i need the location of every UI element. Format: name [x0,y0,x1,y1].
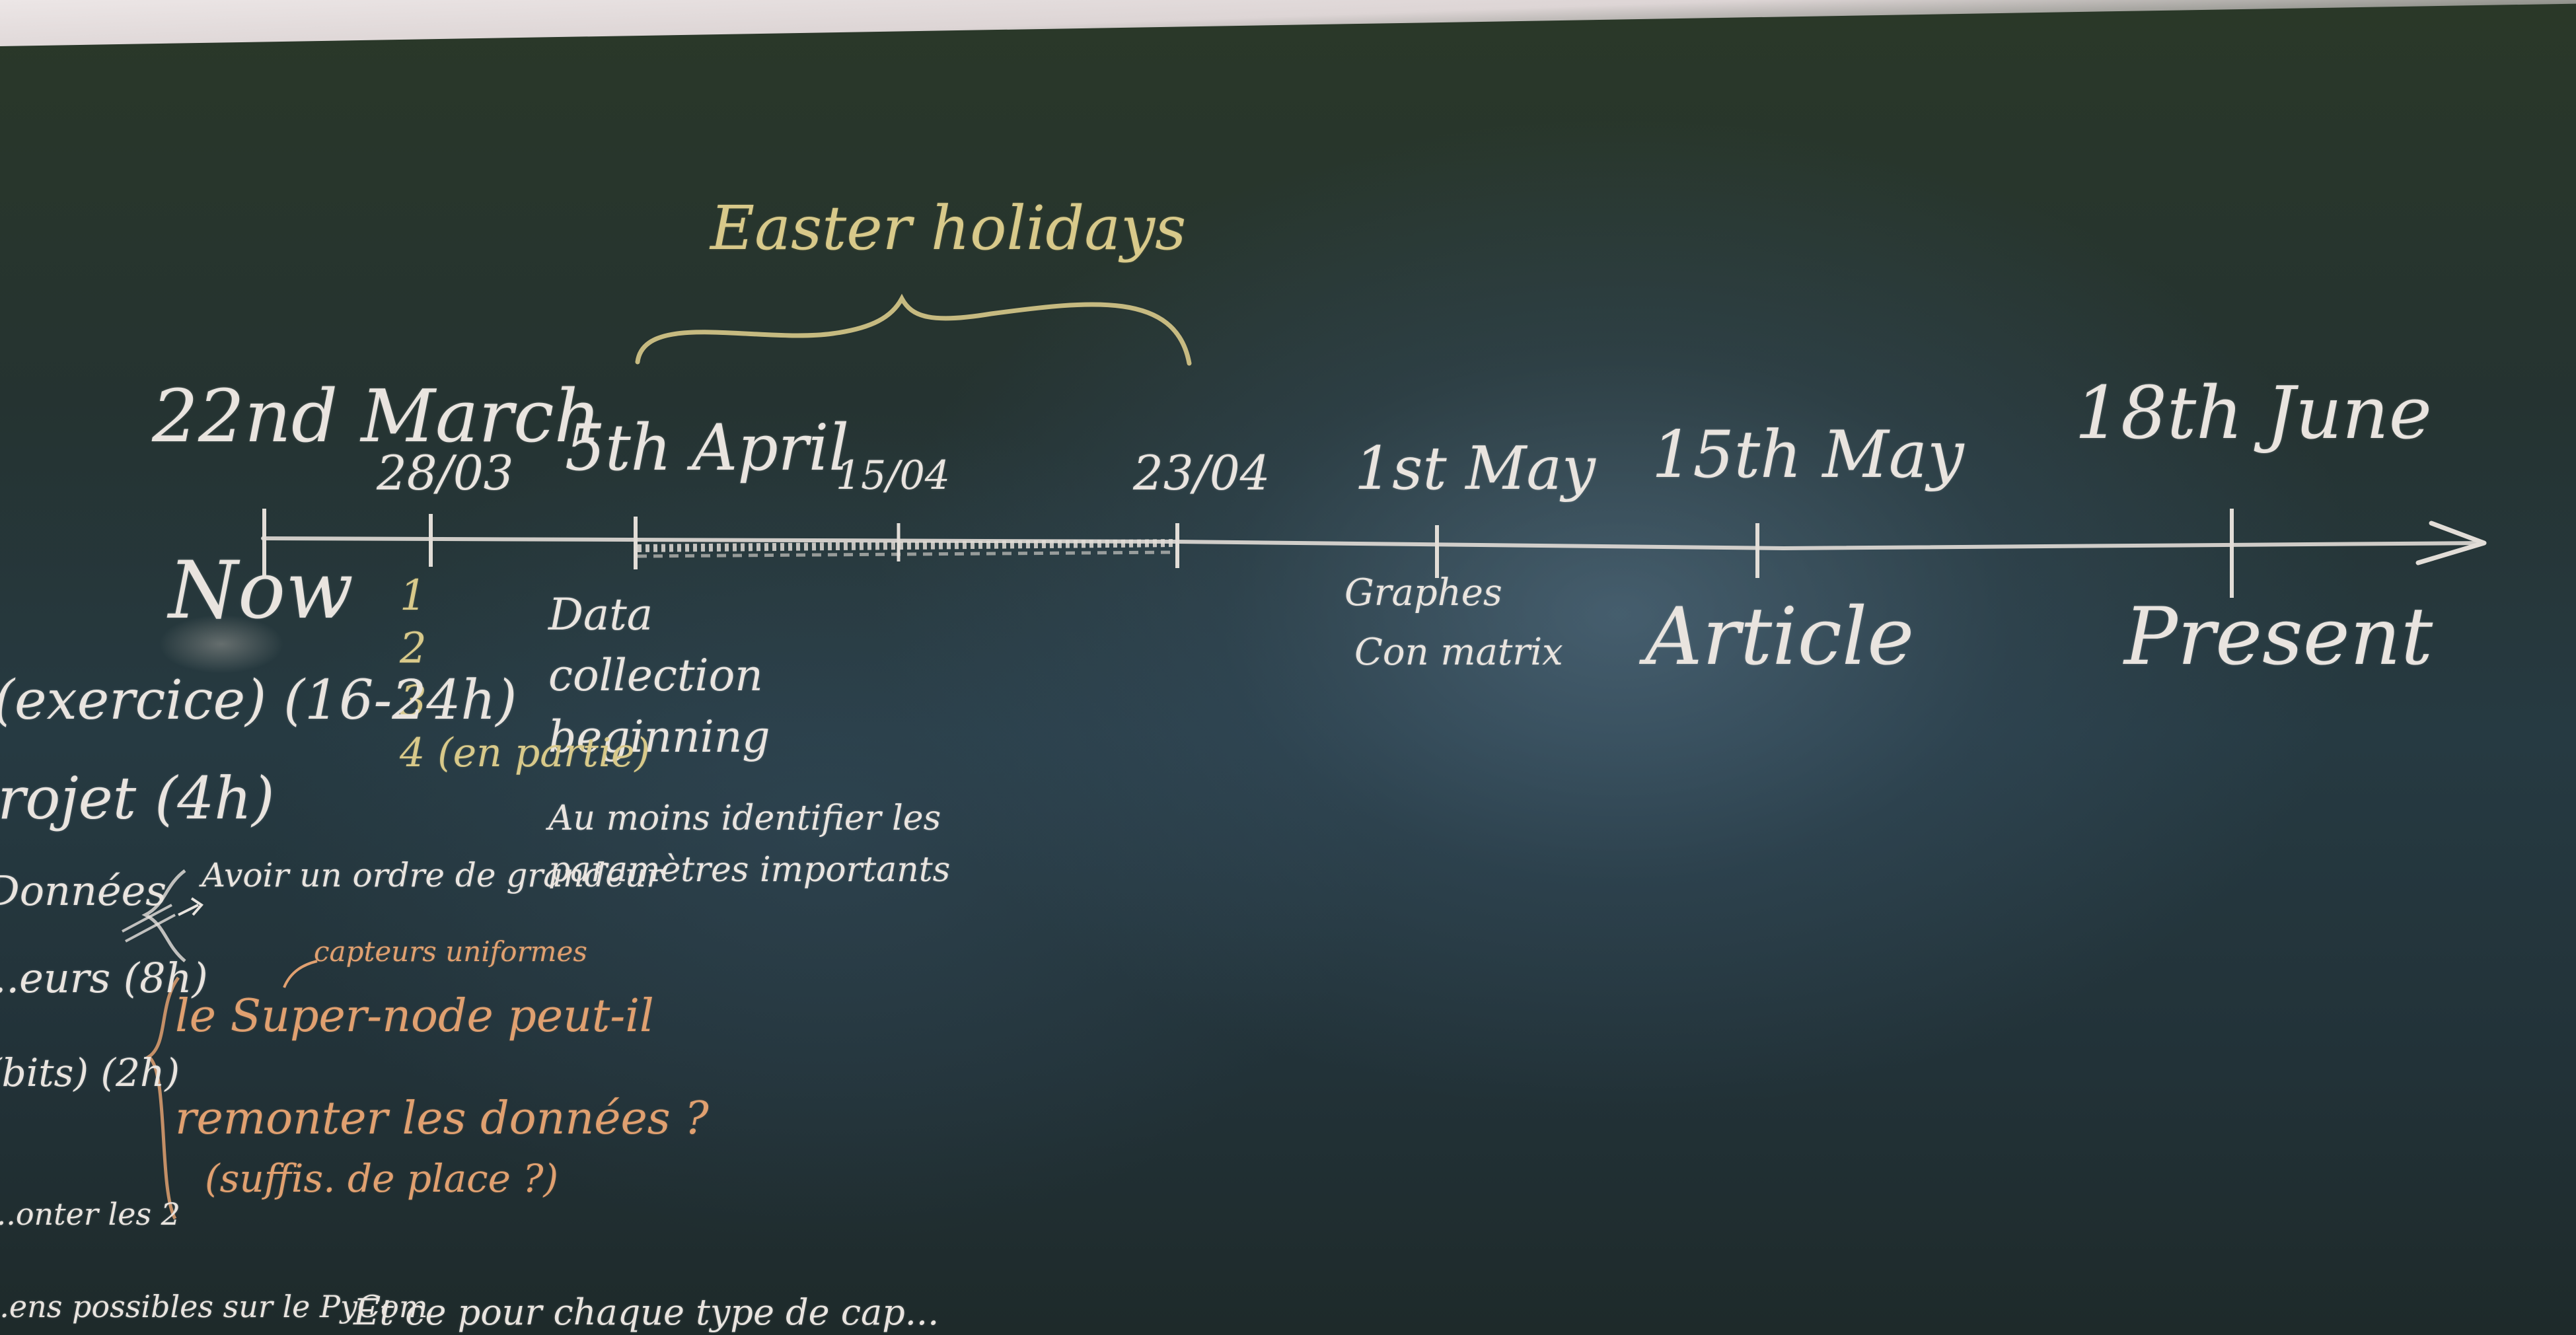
note-hours-projet: projet (4h) [0,764,275,832]
note-pycom: ...ens possibles sur le PyCom [0,1289,428,1324]
note-hours-bits: (bits) (2h) [0,1050,180,1095]
easter-hatch [637,539,1177,552]
date-22-march: 22nd March [152,374,601,458]
task-4: 4 (en partie) [400,730,650,776]
date-15-may: 15th May [1652,417,1964,493]
easter-brace [635,293,1192,366]
note-avoir-ordre: Avoir un ordre de grandeur [202,856,663,894]
task-1: 1 [400,571,427,620]
hatch-marks-left [122,904,176,943]
capteurs-arrow [283,960,318,988]
event-now: Now [168,545,353,637]
event-data-collection: Data collection beginning [548,589,770,762]
timeline-axis [261,536,2486,551]
left-brace-donnees [141,869,186,962]
note-hours-eurs: ...eurs (8h) [0,954,208,1002]
may-item-graphes: Graphes [1344,571,1502,614]
note-question-3: (suffis. de place ?) [205,1156,559,1201]
date-28-03: 28/03 [377,445,514,501]
date-18-june: 18th June [2075,371,2432,455]
note-onter-les-2: ...onter les 2 [0,1196,180,1232]
chalk-smudge [159,614,284,674]
note-bottom-et-ce: Et ce pour chaque type de cap... [353,1291,939,1333]
note-question-1: le Super-node peut-il [175,990,654,1042]
note-hours-exercice: (exercice) (16-24h) [0,669,517,732]
task-3: 3 [400,677,427,726]
task-2: 2 [400,624,427,673]
note-donnees: Données [0,867,167,915]
date-5-april: 5th April [565,411,850,485]
task-subnote: Au moins identifier les paramètres impor… [548,799,951,890]
event-article: Article [1645,591,1915,683]
timeline-arrowhead [2415,521,2487,565]
note-question-2: remonter les données ? [175,1093,709,1145]
date-23-04: 23/04 [1133,445,1270,501]
note-capteurs: capteurs uniformes [314,935,587,968]
date-15-04: 15/04 [836,452,950,499]
may-item-con-matrix: Con matrix [1354,631,1563,674]
date-1-may: 1st May [1354,434,1596,503]
left-arrow-avoir [178,897,203,916]
easter-hatch-lower [637,550,1177,558]
easter-holidays-label: Easter holidays [710,193,1187,264]
event-present: Present [2124,591,2433,683]
left-brace-orange [145,976,180,1220]
